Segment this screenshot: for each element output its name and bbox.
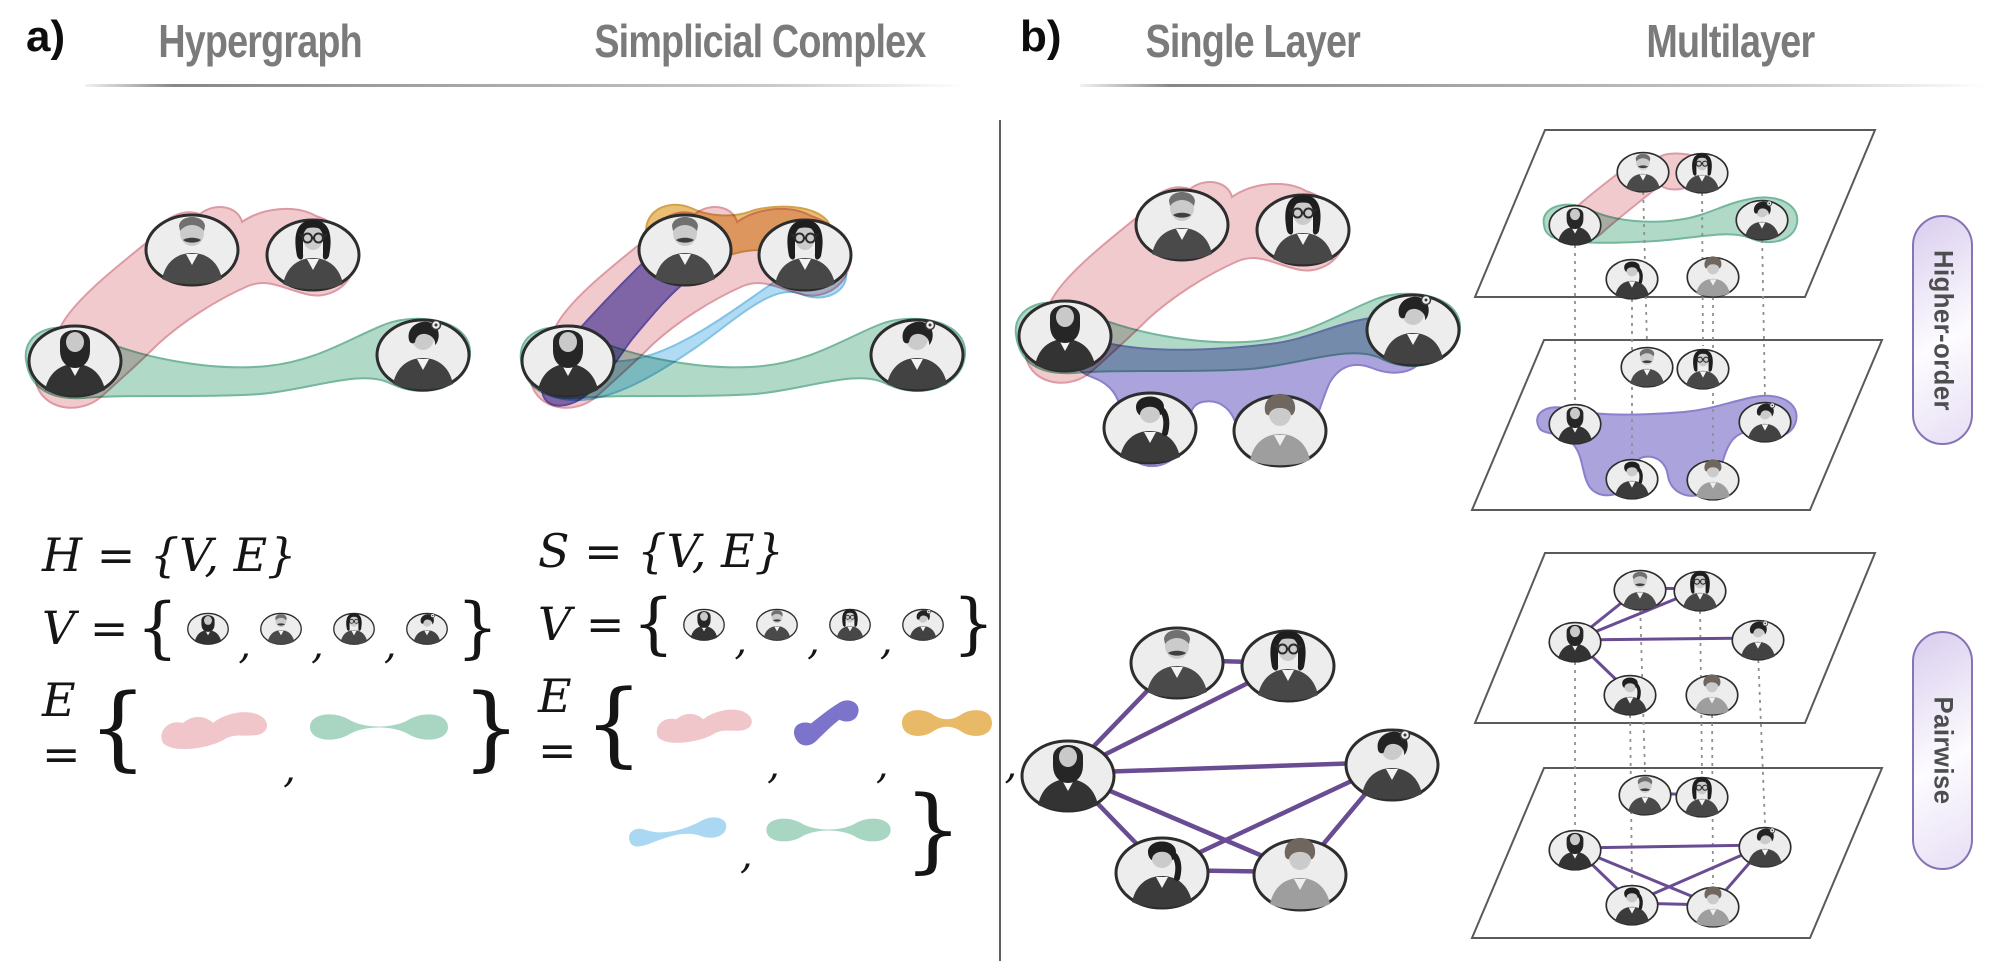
close-brace: } [903, 776, 963, 884]
avatar-short-hair-person [1685, 673, 1739, 716]
open-brace: { [136, 589, 179, 666]
avatar-glasses-woman [1255, 193, 1351, 267]
panel-b-header-rule [1080, 84, 1985, 87]
vertex-bearded-man-icon [186, 609, 230, 646]
avatar-bearded-man [27, 324, 123, 398]
panel-b-label: b) [1020, 12, 1062, 61]
open-brace: { [88, 673, 148, 781]
column-title-simplicial-complex: Simplicial Complex [594, 15, 926, 67]
vertex-flower-hair-woman-icon [901, 605, 945, 642]
vertex-mustache-man-icon [755, 605, 799, 642]
row-label-higher-order: Higher-order [1912, 215, 1973, 445]
green-simplex-icon [766, 818, 891, 842]
avatar-short-hair-person [1252, 836, 1348, 912]
simplicial-edge-set-row2: , } [624, 776, 963, 884]
interlayer-link-braid [1629, 706, 1633, 883]
avatar-glasses-woman [265, 218, 361, 292]
avatar-glasses-woman [757, 218, 853, 292]
vertex-glasses-woman-icon [332, 609, 376, 646]
avatar-mustache-man [1134, 188, 1230, 262]
simplicial-definition: S = {V, E} [538, 524, 784, 578]
avatar-flower-hair-woman [1344, 728, 1440, 802]
avatar-mustache-man [1620, 346, 1674, 388]
close-brace: } [461, 673, 521, 781]
hypergraph-edge-set: E = { , } [42, 673, 521, 793]
row-label-pairwise: Pairwise [1912, 631, 1973, 870]
orange-simplex-icon [901, 710, 992, 737]
avatar-braid-girl [1604, 457, 1660, 501]
close-brace: } [952, 585, 995, 662]
avatar-flower-hair-woman [1738, 401, 1792, 443]
avatar-short-hair-person [1686, 885, 1740, 928]
hypergraph-definition: H = {V, E} [42, 528, 297, 582]
vertex-flower-hair-woman-icon [405, 609, 449, 646]
avatar-glasses-woman [1673, 570, 1727, 612]
column-title-multilayer: Multilayer [1646, 15, 1815, 67]
avatar-mustache-man [1618, 774, 1672, 816]
open-brace: { [632, 585, 675, 662]
avatar-bearded-man [1548, 403, 1602, 445]
avatar-short-hair-person [1686, 255, 1740, 298]
avatar-short-hair-person [1686, 458, 1740, 501]
panel-divider [999, 120, 1001, 961]
simplicial-complex-drawing [519, 203, 967, 409]
avatar-flower-hair-woman [1735, 199, 1789, 241]
green-hyperedge-icon [309, 714, 448, 741]
vertex-glasses-woman-icon [828, 605, 872, 642]
layer-plane-2 [1470, 767, 1884, 939]
avatar-flower-hair-woman [869, 318, 965, 392]
avatar-flower-hair-woman [1365, 293, 1461, 367]
l1-edge-beard-flower [1573, 636, 1760, 642]
avatar-braid-girl [1604, 883, 1660, 927]
avatar-glasses-woman [1675, 152, 1729, 194]
panel-a-header-rule [85, 84, 965, 87]
avatar-mustache-man [1613, 569, 1667, 611]
avatar-braid-girl [1104, 393, 1196, 463]
avatar-mustache-man [1129, 626, 1225, 700]
avatar-bearded-man [1548, 621, 1602, 663]
avatar-mustache-man [637, 213, 733, 287]
avatar-flower-hair-woman [1731, 619, 1785, 661]
simplicial-math: S = {V, E} V = { , , , } E = { , , , , [538, 524, 1017, 884]
close-brace: } [456, 589, 499, 666]
blue-simplex-icon [629, 817, 727, 847]
avatar-bearded-man [1548, 204, 1602, 246]
avatar-glasses-woman [1676, 348, 1730, 390]
avatar-braid-girl [1604, 257, 1660, 301]
vertex-bearded-man-icon [682, 605, 726, 642]
hypergraph-drawing [24, 206, 472, 409]
column-title-single-layer: Single Layer [1145, 15, 1360, 67]
avatar-bearded-man [520, 324, 616, 398]
avatar-bearded-man [1548, 829, 1602, 871]
avatar-bearded-man [1017, 299, 1113, 373]
simplicial-vertex-set: V = { , , , } [538, 585, 995, 665]
multilayer-pairwise-drawing [1470, 552, 1884, 939]
hypergraph-math: H = {V, E} V = { , , , } E = { , } [42, 528, 520, 789]
panel-a-label: a) [26, 12, 66, 61]
single-layer-higher-order-drawing [1014, 181, 1462, 468]
hypergraph-vertex-set: V = { , , , } [42, 589, 499, 669]
column-title-hypergraph: Hypergraph [158, 15, 362, 67]
pink-hyperedge-icon [161, 712, 268, 750]
multilayer-higher-order-drawing [1470, 129, 1884, 511]
simplicial-edge-set-row1: E = { , , , [538, 669, 1018, 789]
hyperedge-purple [1536, 394, 1798, 497]
avatar-flower-hair-woman [1738, 826, 1792, 868]
avatar-glasses-woman [1675, 776, 1729, 818]
l2-edge-beard-flower [1573, 843, 1767, 850]
vertex-mustache-man-icon [259, 609, 303, 646]
open-brace: { [584, 669, 644, 777]
avatar-mustache-man [1616, 151, 1670, 193]
single-layer-pairwise-drawing [1020, 626, 1440, 912]
avatar-glasses-woman [1240, 629, 1336, 703]
avatar-braid-girl [1602, 673, 1658, 717]
avatar-flower-hair-woman [375, 318, 471, 392]
deep-purple-simplex-icon [793, 700, 859, 746]
edge-beard-flower [1065, 759, 1395, 776]
avatar-short-hair-person [1232, 392, 1328, 468]
pink-simplex-icon [656, 710, 752, 744]
avatar-mustache-man [144, 213, 240, 287]
avatar-bearded-man [1020, 739, 1116, 813]
avatar-braid-girl [1116, 838, 1208, 908]
